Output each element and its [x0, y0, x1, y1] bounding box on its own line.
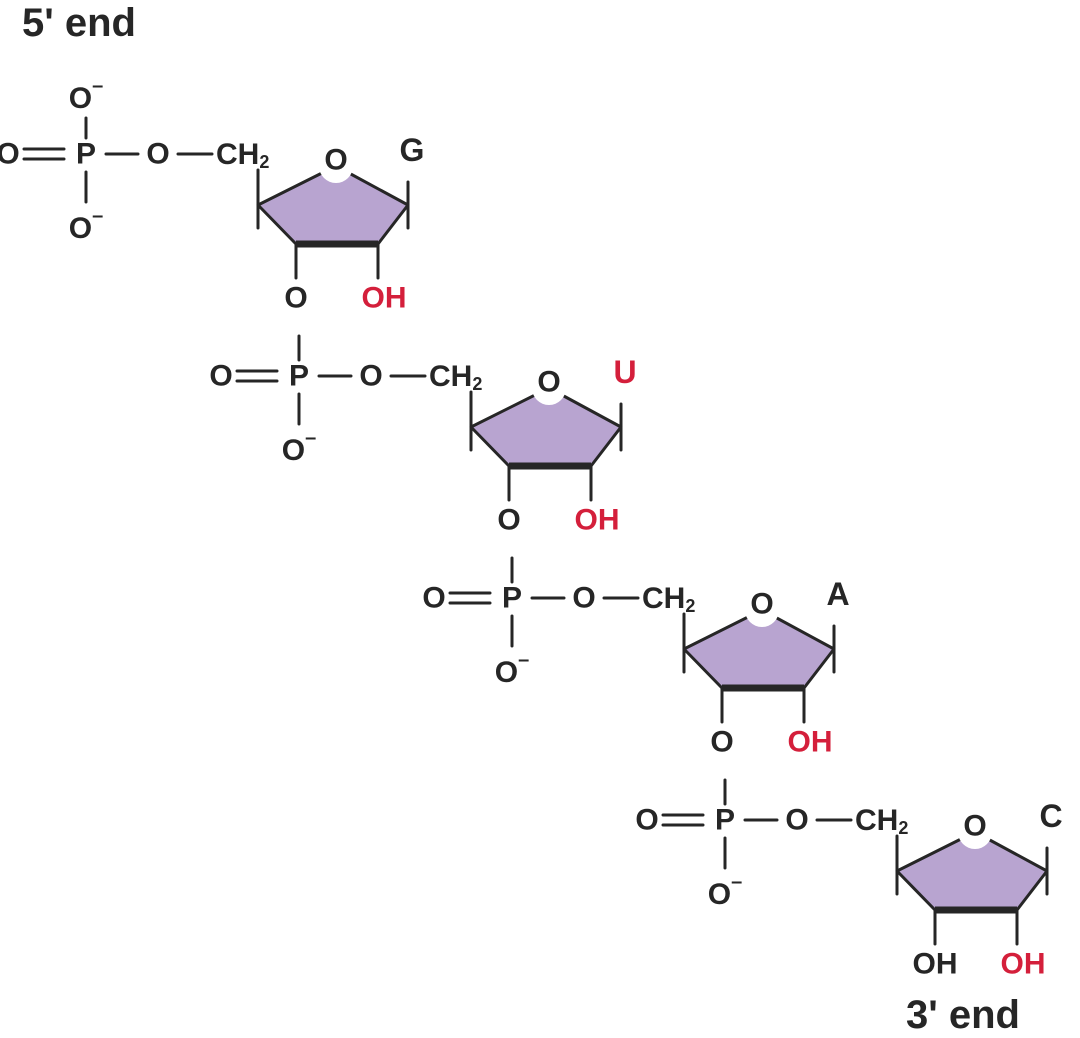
ester-oxygen: O — [359, 360, 382, 393]
phosphorus-atom: P — [76, 138, 96, 171]
base-label: G — [400, 132, 425, 168]
phosphate-bottom-oxygen: O– — [495, 649, 529, 689]
ring-oxygen-bg — [958, 815, 992, 849]
ester-oxygen: O — [572, 582, 595, 615]
methylene-group: CH2 — [855, 804, 908, 839]
two-prime-hydroxyl: OH — [362, 282, 407, 315]
three-prime-oxygen: O — [710, 726, 733, 759]
two-prime-hydroxyl: OH — [1001, 948, 1046, 981]
two-prime-hydroxyl: OH — [788, 726, 833, 759]
ring-oxygen: O — [324, 144, 347, 177]
phosphorus-atom: P — [502, 582, 522, 615]
ester-oxygen: O — [785, 804, 808, 837]
three-prime-oxygen: O — [284, 282, 307, 315]
nucleotide-unit: O P O– O CH2 O C OH OH — [635, 778, 1063, 981]
ester-oxygen: O — [146, 138, 169, 171]
phosphate-double-oxygen: O — [635, 804, 658, 837]
phosphate-bottom-oxygen: O– — [69, 205, 103, 245]
three-prime-end-label: 3' end — [906, 993, 1020, 1037]
three-prime-oxygen: O — [497, 504, 520, 537]
phosphorus-atom: P — [289, 360, 309, 393]
ring-oxygen-bg — [319, 149, 353, 183]
base-label: U — [613, 354, 636, 390]
base-label: C — [1039, 798, 1062, 834]
base-label: A — [826, 576, 849, 612]
two-prime-hydroxyl: OH — [575, 504, 620, 537]
three-prime-hydroxyl: OH — [913, 948, 958, 981]
phosphate-double-oxygen: O — [0, 138, 20, 171]
phosphate-double-oxygen: O — [422, 582, 445, 615]
phosphate-top-oxygen: O– — [69, 75, 103, 115]
methylene-group: CH2 — [429, 360, 482, 395]
phosphorus-atom: P — [715, 804, 735, 837]
ring-oxygen-bg — [745, 593, 779, 627]
phosphate-double-oxygen: O — [209, 360, 232, 393]
phosphate-bottom-oxygen: O– — [708, 871, 742, 911]
ring-oxygen: O — [963, 810, 986, 843]
ring-oxygen-bg — [532, 371, 566, 405]
methylene-group: CH2 — [216, 138, 269, 173]
phosphate-bottom-oxygen: O– — [282, 427, 316, 467]
ring-oxygen: O — [537, 366, 560, 399]
methylene-group: CH2 — [642, 582, 695, 617]
five-prime-end-label: 5' end — [22, 1, 136, 45]
ring-oxygen: O — [750, 588, 773, 621]
